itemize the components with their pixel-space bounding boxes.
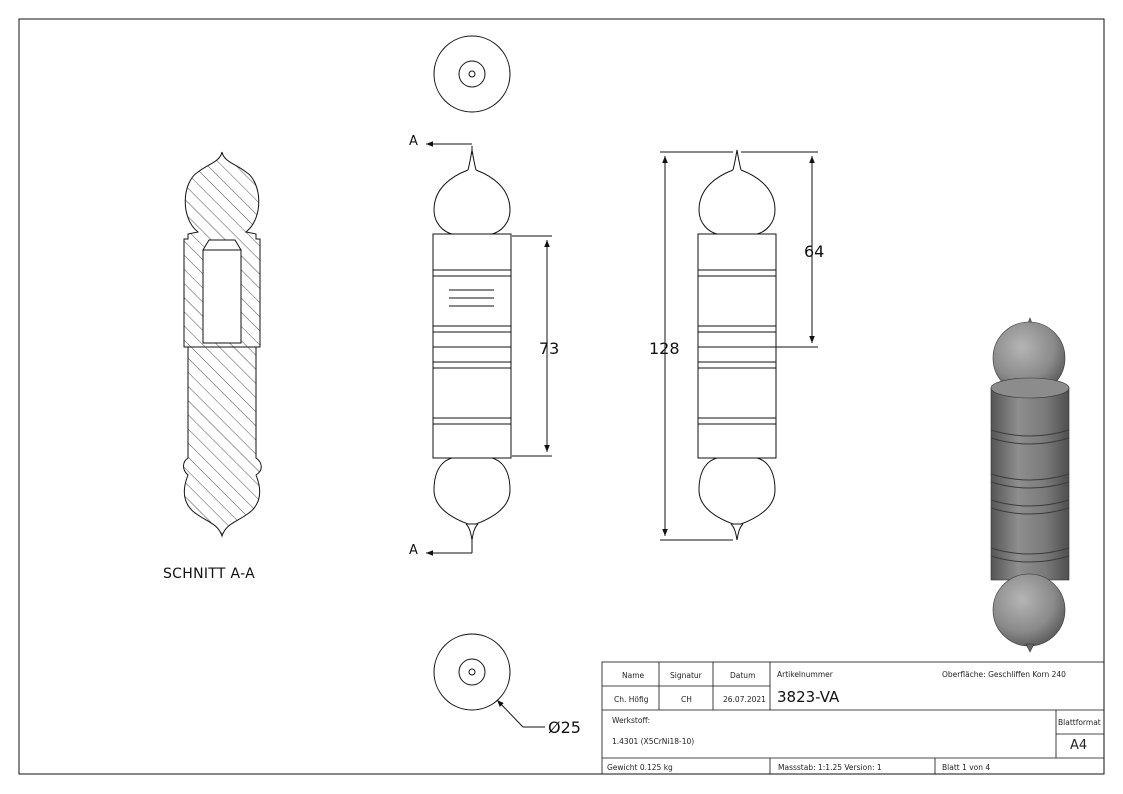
header-name: Name bbox=[622, 671, 645, 680]
top-end-view bbox=[433, 35, 511, 113]
front-view bbox=[426, 141, 552, 556]
sheet-format-label: Blattformat bbox=[1058, 718, 1101, 727]
section-marker-bottom: A bbox=[409, 543, 418, 558]
bottom-end-view bbox=[433, 633, 545, 728]
dimension-diameter: Ø25 bbox=[548, 718, 581, 737]
sheet-format: A4 bbox=[1070, 738, 1088, 753]
dimension-73: 73 bbox=[539, 339, 560, 358]
section-title: SCHNITT A-A bbox=[163, 566, 255, 582]
dimension-128: 128 bbox=[649, 339, 680, 358]
surface-finish: Oberfläche: Geschliffen Korn 240 bbox=[942, 670, 1066, 679]
author-name: Ch. Höfig bbox=[614, 695, 649, 704]
sheet-border bbox=[18, 18, 1105, 775]
title-block bbox=[601, 661, 1105, 775]
drawing-date: 26.07.2021 bbox=[723, 695, 766, 704]
article-number: 3823-VA bbox=[777, 688, 840, 706]
isometric-render bbox=[990, 317, 1070, 653]
header-signatur: Signatur bbox=[670, 671, 702, 680]
material-value: 1.4301 (X5CrNi18-10) bbox=[612, 737, 695, 746]
sheet-number: Blatt 1 von 4 bbox=[942, 763, 991, 772]
section-marker-top: A bbox=[409, 134, 418, 149]
material-label: Werkstoff: bbox=[612, 716, 651, 725]
header-datum: Datum bbox=[730, 671, 756, 680]
article-number-label: Artikelnummer bbox=[777, 670, 833, 679]
weight: Gewicht 0.125 kg bbox=[607, 763, 673, 772]
side-view bbox=[660, 149, 818, 541]
section-view-a-a bbox=[183, 151, 262, 538]
dimension-64: 64 bbox=[804, 242, 825, 261]
scale-version: Massstab: 1:1.25 Version: 1 bbox=[778, 763, 882, 772]
author-signature: CH bbox=[681, 695, 692, 704]
